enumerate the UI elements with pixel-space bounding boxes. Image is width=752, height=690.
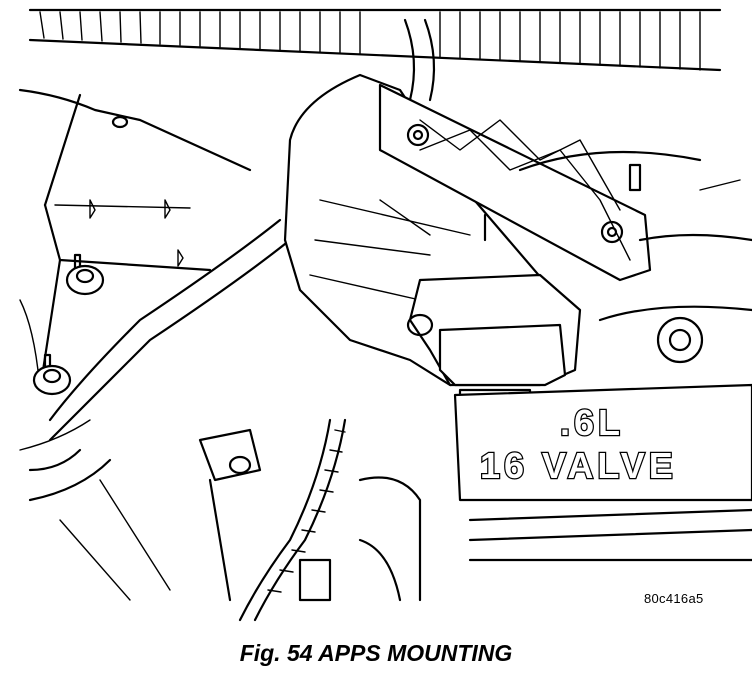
engine-compartment-illustration: .6L 16 VALVE [18,8,752,622]
engine-cover-line1: .6L [560,402,624,443]
lower-components [59,428,752,602]
wiring-harness [238,418,347,622]
engine-right-side [518,150,752,364]
figure-caption: Fig. 54 APPS MOUNTING [239,640,513,666]
radiator-grille [28,8,722,72]
engine-cover: .6L 16 VALVE [453,383,752,542]
engine-cover-line2: 16 VALVE [480,445,677,486]
left-inner-fender [18,88,252,451]
apps-sensor-assembly [283,73,652,412]
mounting-studs [32,253,105,396]
figure-reference-code: 80c416a5 [644,591,704,606]
hoses [28,18,436,502]
